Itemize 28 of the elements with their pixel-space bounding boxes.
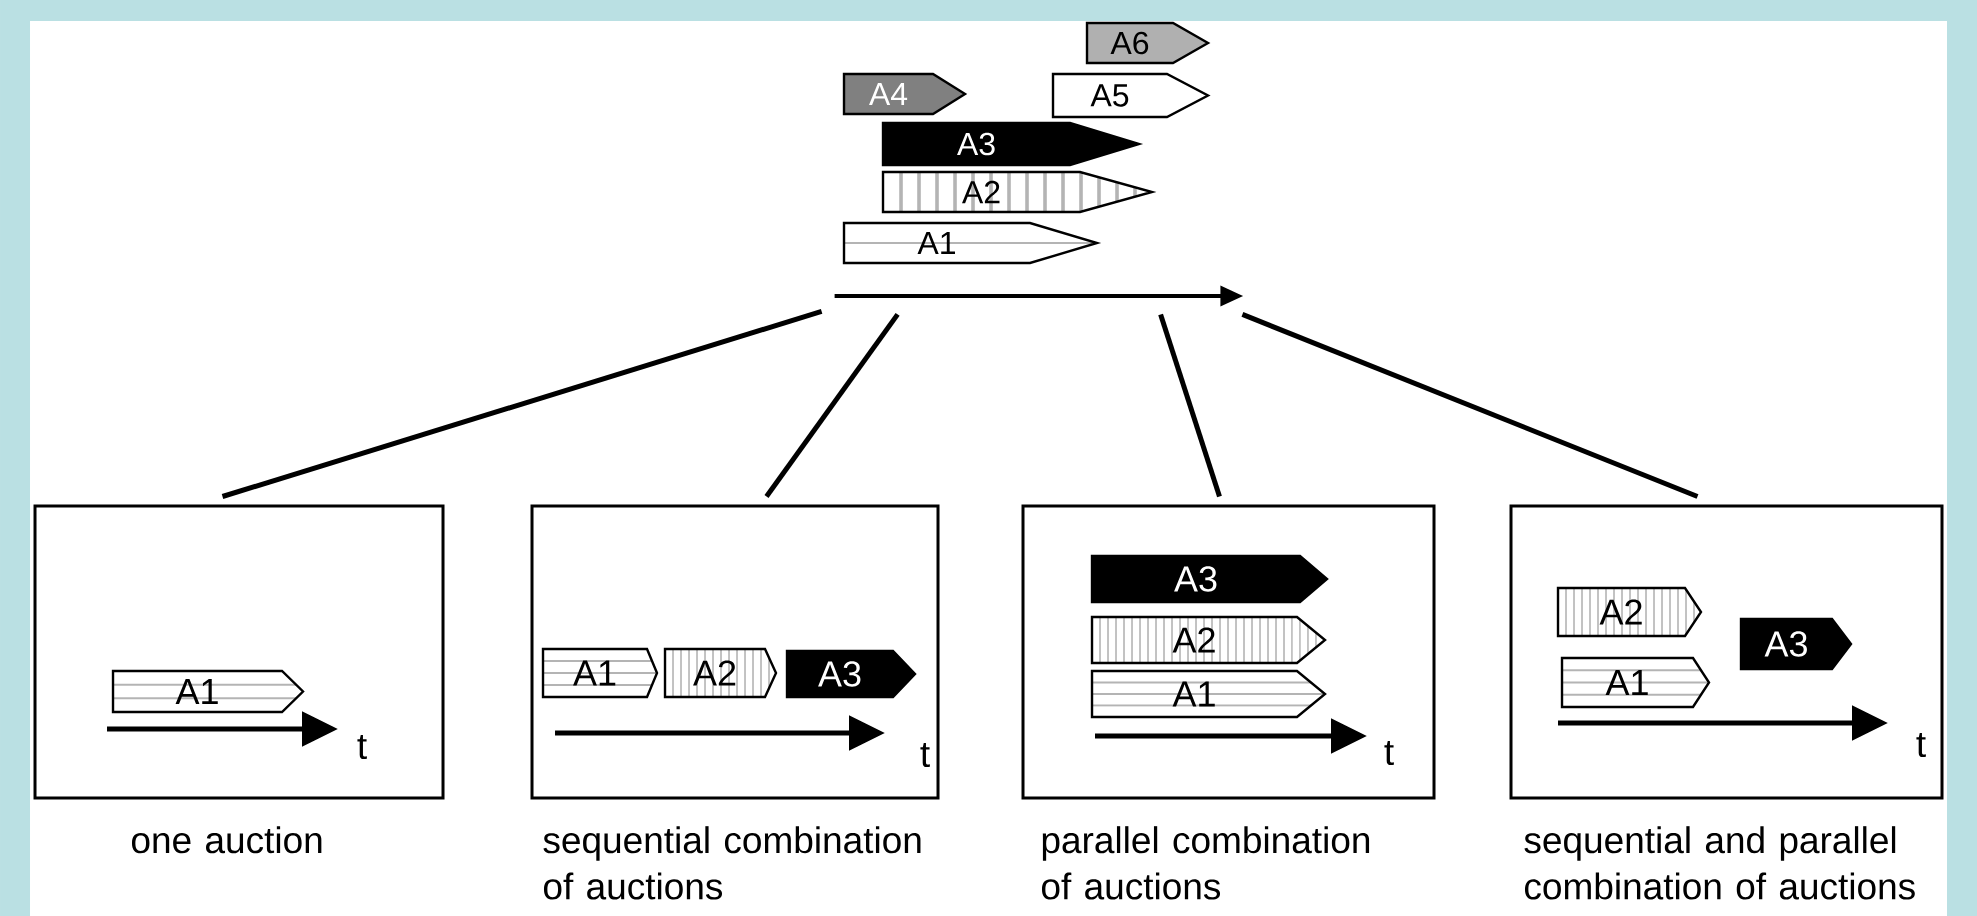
arrow-box: A2 [1556,586,1703,638]
arrow-box: A3 [1090,554,1329,604]
arrow-box: A1 [541,647,659,699]
connector-line [1158,313,1222,498]
arrow-box: A2 [881,170,1157,214]
axis-label: t [1384,740,1394,766]
connector-line [1241,312,1699,499]
arrow-box: A3 [1739,617,1853,671]
arrow-box: A3 [785,649,917,699]
panel-box [530,504,940,800]
panel-box [33,504,445,800]
panel-box [1509,504,1944,800]
arrow-box: A1 [842,221,1102,265]
connector-line [764,312,900,498]
connector-line [221,309,823,499]
arrow-box: A1 [111,669,305,714]
arrow-box: A2 [1090,615,1327,665]
arrow-box: A2 [663,647,778,699]
panel-label: parallel combination of auctions [1042,826,1370,900]
arrow-box: A1 [1560,656,1711,709]
panel-label: sequential combination of auctions [543,826,921,900]
arrow-box: A1 [1090,669,1327,719]
panel-label: one auction [132,826,322,854]
panel-label: sequential and parallel combination of auctions [1524,826,1915,900]
panel-box [1021,504,1436,800]
axis-label: t [357,734,367,760]
axis-label: t [920,742,930,768]
axis-label: t [1916,732,1926,758]
